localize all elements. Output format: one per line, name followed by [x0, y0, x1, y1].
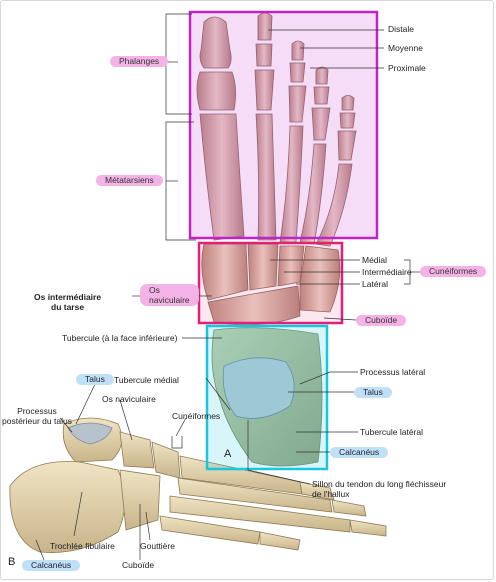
- tag-calcaneus-right: Calcanéus: [330, 447, 389, 458]
- tag-os-naviculaire-line2: naviculaire: [149, 295, 190, 305]
- label-os-intermediaire: Os intermédiaire du tarse: [34, 292, 101, 312]
- phalanges-metatarsals-box: [188, 10, 379, 240]
- label-sillon-line2: de l'hallux: [312, 489, 350, 499]
- hindfoot-box: [205, 324, 329, 471]
- panel-letter-b: B: [8, 556, 16, 568]
- hindfoot-bones: [211, 327, 323, 467]
- tag-cuneiformes: Cunéiformes: [420, 266, 487, 277]
- tag-os-naviculaire: Os naviculaire: [140, 284, 199, 306]
- tag-cuboide: Cuboïde: [356, 315, 407, 326]
- label-os-intermediaire-line2: du tarse: [51, 302, 85, 312]
- label-processus-posterieur-line1: Processus: [17, 406, 57, 416]
- tarsal-bones: [201, 243, 341, 326]
- tarsus-box: [197, 241, 344, 325]
- label-lateral: Latéral: [362, 279, 388, 289]
- label-cuneiformes-b: Cunéiformes: [172, 411, 221, 421]
- tag-phalanges: Phalanges: [110, 56, 169, 67]
- label-processus-posterieur: Processus postérieur du talus: [2, 406, 72, 426]
- label-tubercule-lateral: Tubercule latéral: [360, 427, 423, 437]
- label-gouttiere: Gouttière: [140, 541, 175, 551]
- label-proximale: Proximale: [388, 63, 426, 73]
- label-os-intermediaire-line1: Os intermédiaire: [34, 292, 102, 302]
- tag-os-naviculaire-line1: Os: [149, 285, 160, 295]
- metatarsal-bones: [199, 113, 353, 247]
- label-processus-posterieur-line2: postérieur du talus: [2, 416, 72, 426]
- label-distale: Distale: [388, 24, 414, 34]
- label-tubercule-inferieure: Tubercule (à la face inférieure): [62, 333, 178, 343]
- label-os-naviculaire-b: Os naviculaire: [102, 394, 156, 404]
- label-moyenne: Moyenne: [388, 43, 423, 53]
- label-sillon: Sillon du tendon du long fléchisseur de …: [312, 479, 446, 499]
- leader-lines: [35, 13, 422, 561]
- label-medial: Médial: [362, 255, 388, 265]
- label-cuboide-b: Cuboïde: [122, 560, 155, 570]
- tag-talus-left: Talus: [76, 374, 114, 385]
- lateral-foot-bones: [9, 417, 387, 553]
- tag-calcaneus-left: Calcanéus: [22, 560, 81, 571]
- tag-metatarsiens: Métatarsiens: [96, 175, 163, 186]
- tag-talus-right: Talus: [354, 387, 392, 398]
- label-intermediaire: Intermédiaire: [362, 267, 412, 277]
- label-sillon-line1: Sillon du tendon du long fléchisseur: [312, 479, 447, 489]
- label-processus-lateral: Processus latéral: [360, 367, 426, 377]
- label-trochlee-fibulaire: Trochlée fibulaire: [50, 541, 115, 551]
- phalanges-bones: [196, 12, 357, 161]
- label-tubercule-medial: Tubercule médial: [114, 375, 179, 385]
- panel-letter-a: A: [224, 448, 232, 460]
